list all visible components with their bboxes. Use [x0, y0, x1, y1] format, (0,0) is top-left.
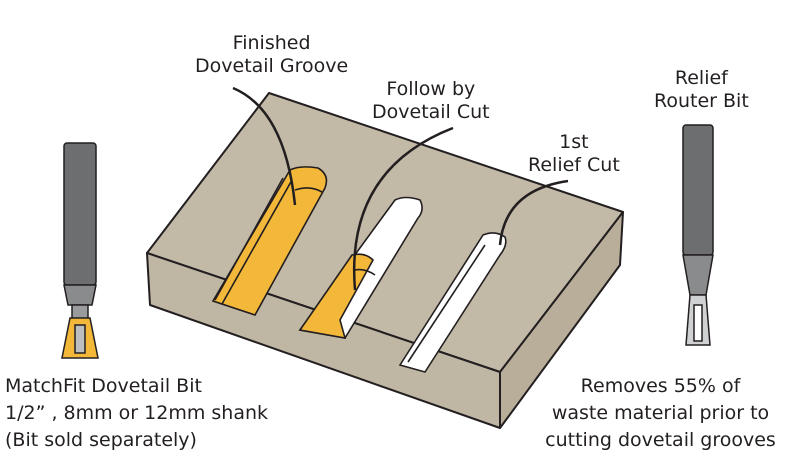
label-line: Dovetail Groove — [195, 55, 349, 77]
label-line: Relief Cut — [528, 154, 620, 176]
dovetail-bit-shank — [63, 142, 97, 286]
caption-line: cutting dovetail grooves — [545, 429, 776, 451]
label-finished-dovetail-groove: Finished Dovetail Groove — [195, 32, 348, 78]
caption-line: Removes 55% of — [580, 375, 741, 397]
label-follow-by-dovetail-cut: Follow by Dovetail Cut — [372, 78, 490, 124]
label-first-relief-cut: 1st Relief Cut — [528, 131, 620, 177]
block-side-face — [499, 211, 624, 429]
leader-line-dovetail-cut — [352, 126, 454, 291]
caption-line: (Bit sold separately) — [5, 429, 197, 451]
dovetail-router-bit — [61, 142, 99, 359]
finished-dovetail-groove — [211, 166, 328, 316]
label-relief-router-bit: Relief Router Bit — [654, 67, 749, 113]
leader-line-relief-cut — [498, 179, 569, 246]
caption-line: waste material prior to — [551, 402, 770, 424]
leader-line-finished-groove — [232, 86, 297, 206]
caption-dovetail-bit: MatchFit Dovetail Bit 1/2” , 8mm or 12mm… — [5, 373, 268, 454]
label-line: Relief — [674, 67, 728, 89]
leader-lines — [232, 86, 569, 291]
caption-line: MatchFit Dovetail Bit — [5, 375, 202, 397]
relief-bit-shank — [682, 124, 714, 256]
caption-line: 1/2” , 8mm or 12mm shank — [5, 402, 269, 424]
relief-cut-groove — [398, 232, 507, 373]
label-line: Follow by — [386, 78, 476, 100]
label-line: Finished — [232, 32, 311, 54]
label-line: Router Bit — [654, 90, 749, 112]
caption-relief-bit: Removes 55% of waste material prior to c… — [528, 373, 793, 454]
relief-router-bit — [682, 124, 714, 346]
label-line: Dovetail Cut — [372, 101, 490, 123]
label-line: 1st — [559, 131, 589, 153]
